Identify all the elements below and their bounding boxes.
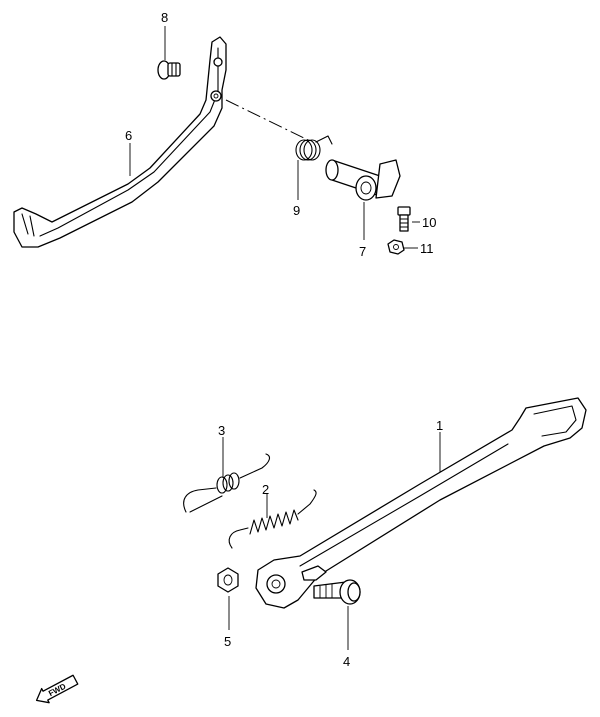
part-5-nut	[217, 567, 239, 593]
part-8-bolt	[157, 60, 181, 80]
part-7-pivot-shaft	[325, 159, 401, 201]
callout-11: 11	[420, 241, 434, 256]
callout-8: 8	[161, 10, 168, 25]
callout-10: 10	[422, 215, 436, 230]
leader-lines	[129, 26, 441, 650]
part-4-bolt	[313, 579, 361, 605]
callout-4: 4	[343, 654, 350, 669]
callout-7: 7	[359, 244, 366, 259]
callout-6: 6	[125, 128, 132, 143]
part-6-brake-pedal	[13, 36, 227, 248]
part-1-side-stand	[255, 397, 587, 609]
callout-9: 9	[293, 203, 300, 218]
forward-arrow-icon	[35, 674, 79, 704]
part-9-spring	[295, 135, 333, 161]
alignment-line	[225, 99, 309, 141]
callout-2: 2	[262, 482, 269, 497]
part-2-spring	[228, 489, 317, 549]
part-11-nut	[387, 239, 405, 255]
callout-3: 3	[218, 423, 225, 438]
part-10-bolt	[397, 206, 411, 232]
fwd-badge: FWD	[35, 674, 79, 704]
callout-5: 5	[224, 634, 231, 649]
callout-1: 1	[436, 418, 443, 433]
part-3-spring	[183, 453, 271, 513]
